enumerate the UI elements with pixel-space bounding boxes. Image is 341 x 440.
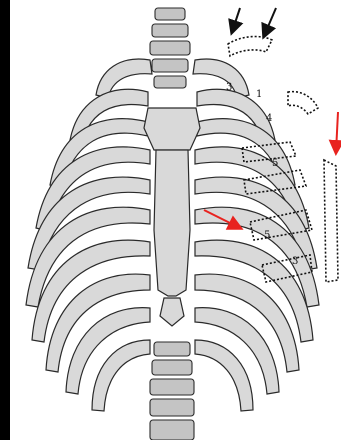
vertebra: [154, 342, 190, 356]
manubrium: [144, 108, 200, 150]
sternum-body: [154, 150, 190, 296]
vertebra: [154, 76, 186, 88]
rib-label-5b: 5: [264, 230, 270, 241]
vertebra: [155, 8, 185, 20]
vertebra: [150, 399, 194, 416]
vertebra: [150, 420, 194, 440]
rib-label-3: 3: [226, 82, 232, 93]
vertebra: [152, 59, 188, 72]
rib-label-1: 1: [256, 89, 262, 100]
rib-label-4: 4: [266, 113, 272, 124]
vertebra: [152, 24, 188, 37]
vertebra: [152, 360, 192, 375]
vertebra: [150, 379, 194, 395]
rib-label-3b: 3: [292, 256, 298, 267]
rib-label-5: 5: [272, 158, 278, 169]
vertebra: [150, 41, 190, 55]
